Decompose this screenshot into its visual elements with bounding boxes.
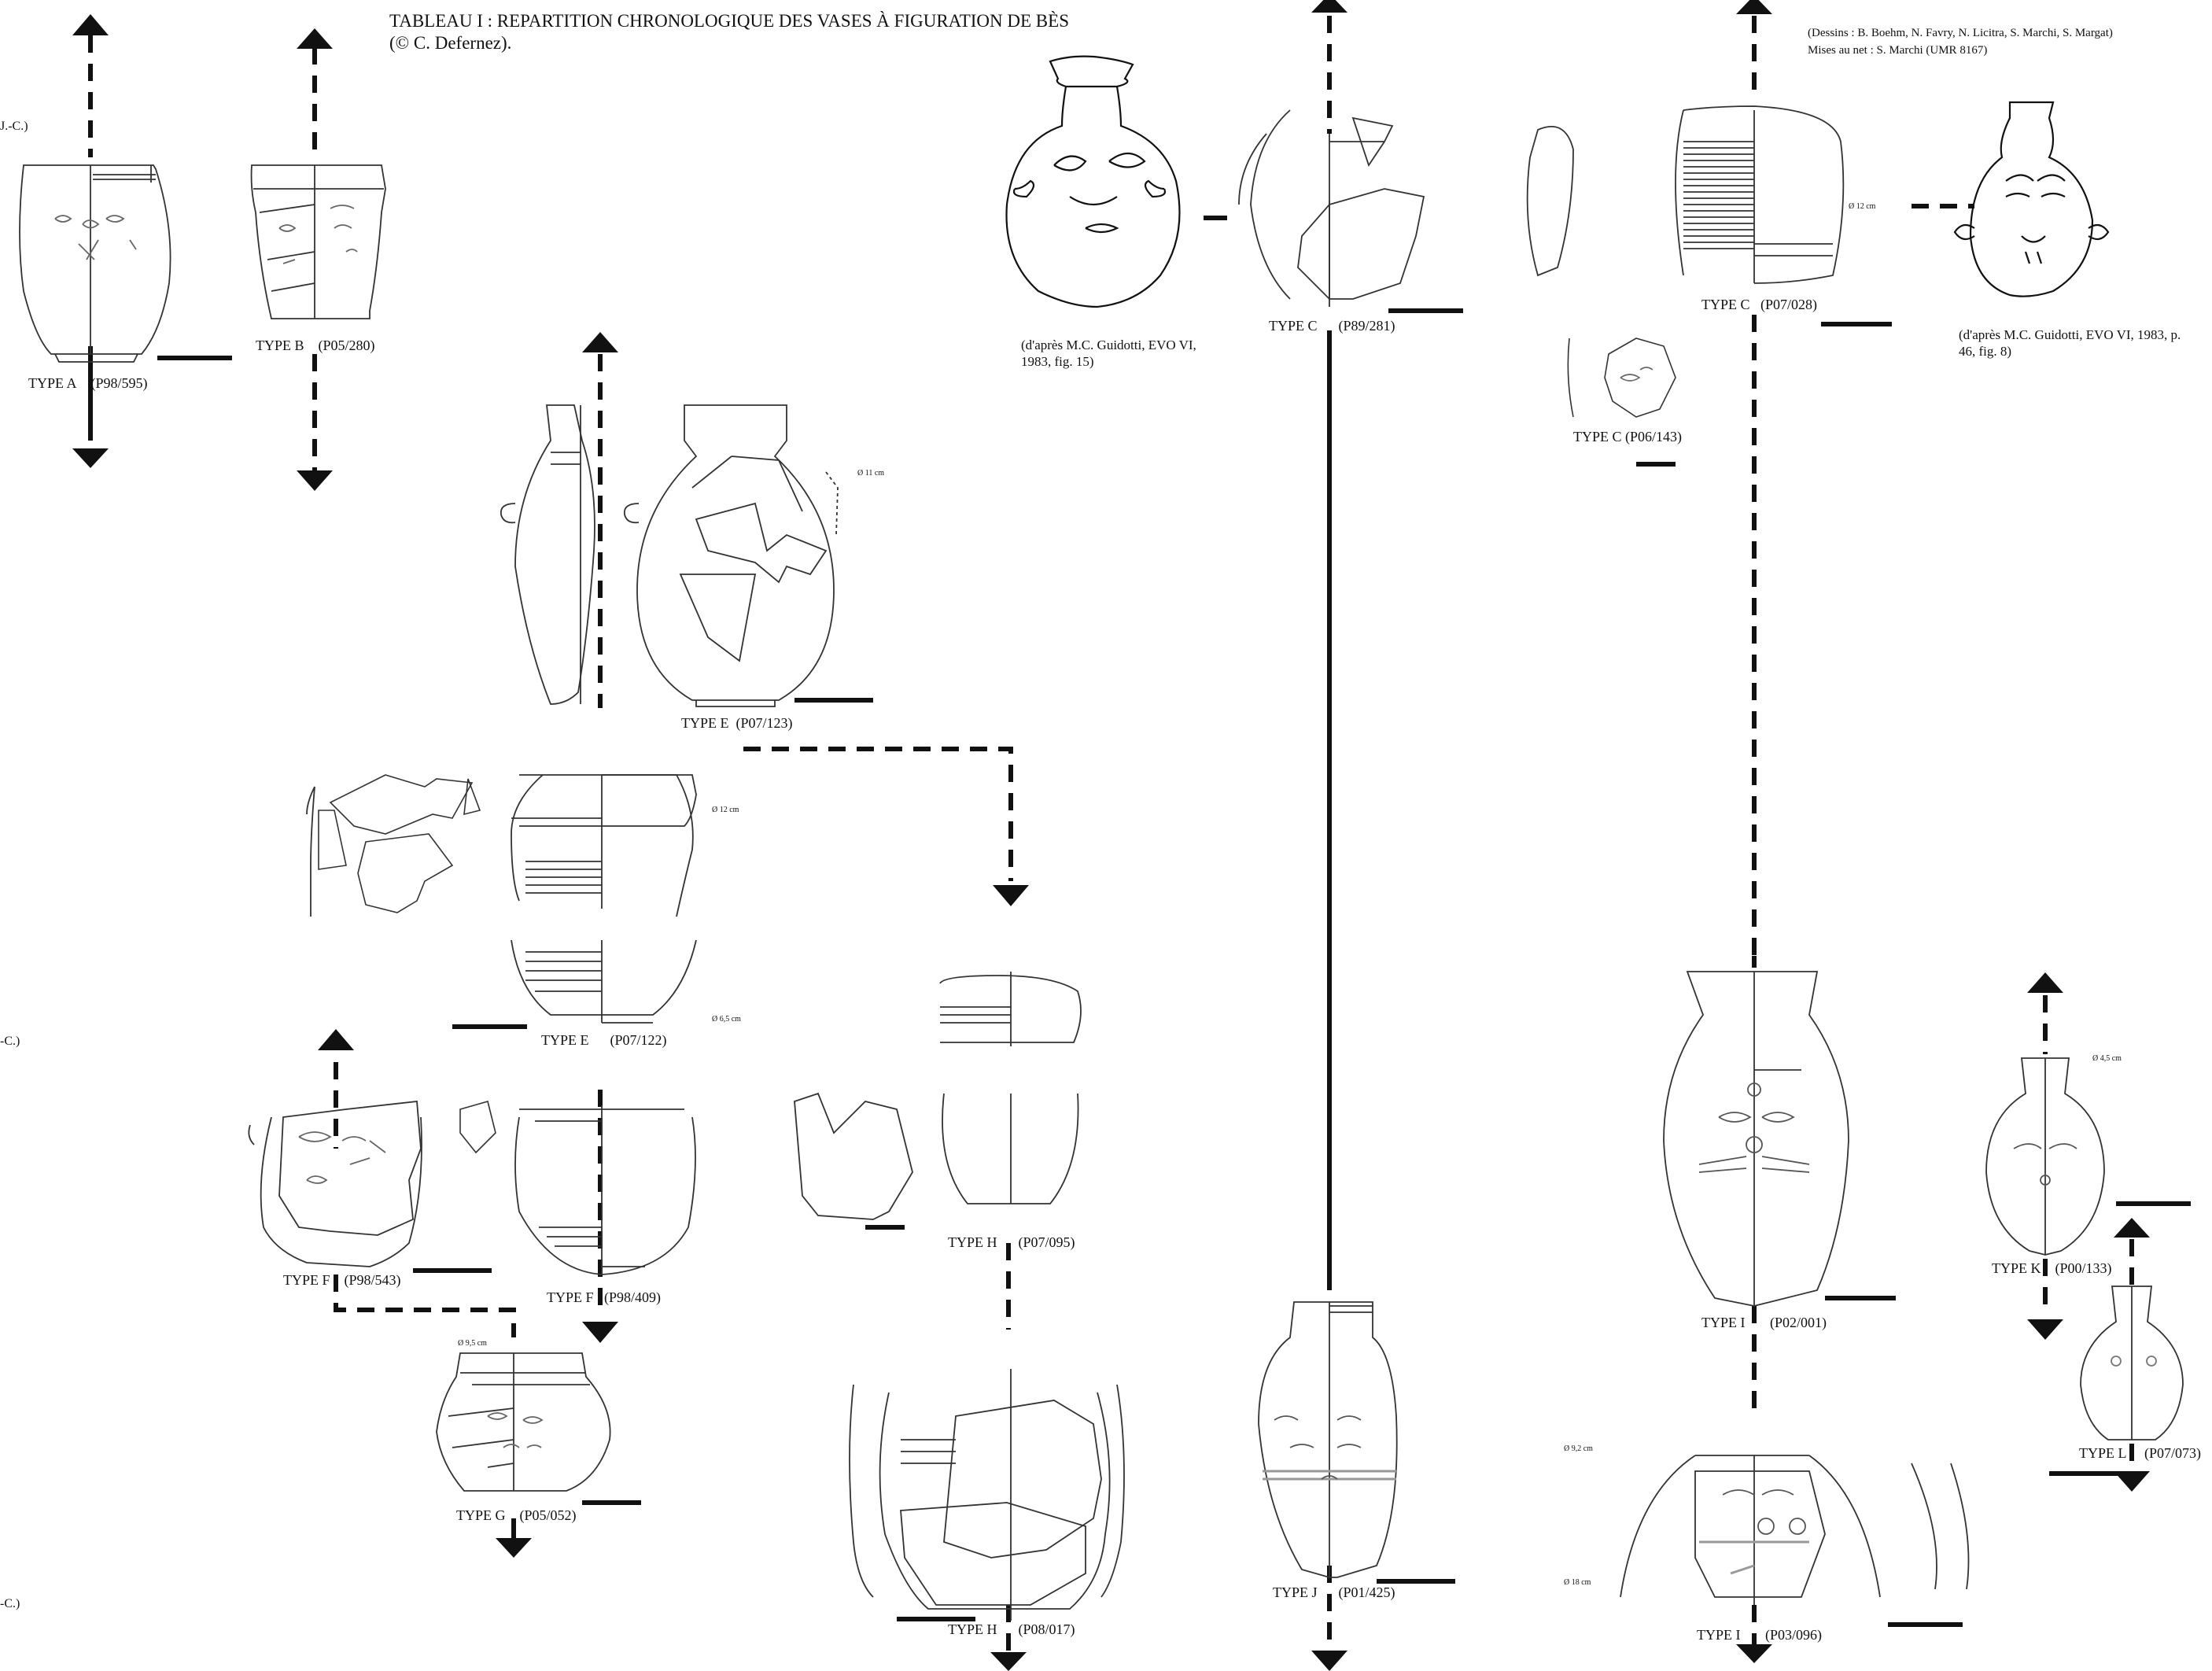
- vase-type-a: [19, 164, 171, 363]
- vase-type-g: [436, 1352, 611, 1492]
- label-type-i-001: TYPE I (P02/001): [1701, 1315, 1827, 1330]
- label-type-e-123: TYPE E (P07/123): [681, 715, 793, 731]
- label-type-e-122: TYPE E (P07/122): [541, 1032, 667, 1048]
- era-label-bottom: -C.): [0, 1597, 20, 1610]
- label-type-l: TYPE L (P07/073): [2079, 1445, 2201, 1461]
- reference-guidotti-right: (d'après M.C. Guidotti, EVO VI, 1983, p.…: [1959, 327, 2181, 360]
- diameter-e1: Ø 11 cm: [857, 469, 885, 478]
- vase-type-c-07-028: [1526, 105, 1845, 284]
- scale-bars: [157, 308, 2191, 1627]
- vase-type-j: [1258, 1301, 1398, 1578]
- vase-type-c-06-143: [1567, 338, 1676, 418]
- vase-type-h-017: [849, 1369, 1125, 1621]
- vase-type-f-409: [514, 1105, 696, 1275]
- label-type-f-409: TYPE F (P98/409): [547, 1289, 662, 1305]
- label-type-i-096: TYPE I (P03/096): [1697, 1627, 1822, 1643]
- label-type-b: TYPE B (P05/280): [256, 338, 375, 353]
- finishing-credit: Mises au net : S. Marchi (UMR 8167): [1808, 44, 1988, 57]
- plate-copyright: (© C. Defernez).: [389, 33, 512, 53]
- label-type-a: TYPE A (P98/595): [28, 375, 148, 391]
- vase-type-h-095: [794, 972, 1082, 1220]
- arrowheads: [72, 0, 2150, 1671]
- plate-title: TABLEAU I : REPARTITION CHRONOLOGIQUE DE…: [389, 11, 1069, 31]
- vase-type-b: [250, 164, 386, 319]
- label-type-c-07-028: TYPE C (P07/028): [1701, 297, 1818, 312]
- vase-type-l: [2080, 1286, 2184, 1440]
- label-type-k: TYPE K (P00/133): [1992, 1260, 2112, 1276]
- vase-type-k: [1985, 1057, 2105, 1256]
- diameter-i2-top: Ø 9,2 cm: [1564, 1444, 1593, 1453]
- diameter-e2-base: Ø 6,5 cm: [712, 1015, 741, 1024]
- diameter-k: Ø 4,5 cm: [2092, 1054, 2122, 1063]
- diameter-i2-base: Ø 18 cm: [1564, 1578, 1591, 1587]
- vase-type-f-543: [248, 1101, 422, 1267]
- vase-type-e-122: [306, 774, 697, 1024]
- fragments-type-e: [318, 774, 481, 913]
- era-label-middle: -C.): [0, 1035, 20, 1048]
- fragment-f-small: [459, 1101, 496, 1154]
- chrono-lines: [88, 16, 2134, 1660]
- label-type-h-017: TYPE H (P08/017): [948, 1621, 1075, 1637]
- label-type-c-06-143: TYPE C (P06/143): [1573, 429, 1683, 444]
- reference-guidotti-left: (d'après M.C. Guidotti, EVO VI, 1983, fi…: [1021, 338, 1196, 370]
- diameter-g: Ø 9,5 cm: [458, 1339, 487, 1348]
- vase-type-c-89-281: [1238, 109, 1425, 307]
- vase-type-c-guidotti-left: [1005, 55, 1181, 308]
- diameter-c2: Ø 12 cm: [1849, 202, 1876, 211]
- label-type-j: TYPE J (P01/425): [1273, 1584, 1395, 1600]
- vase-type-e-123: [500, 404, 839, 707]
- label-type-c-89-281: TYPE C (P89/281): [1269, 318, 1395, 334]
- label-type-g: TYPE G (P05/052): [456, 1507, 577, 1523]
- era-label-top: J.-C.): [0, 120, 28, 133]
- label-type-h-095: TYPE H (P07/095): [948, 1234, 1075, 1250]
- drawing-credit: (Dessins : B. Boehm, N. Favry, N. Licitr…: [1808, 27, 2113, 39]
- vase-type-c-guidotti-right: [1953, 101, 2110, 297]
- label-type-f-543: TYPE F (P98/543): [283, 1272, 401, 1288]
- diameter-e2-top: Ø 12 cm: [712, 806, 739, 814]
- vase-type-i-096: [1620, 1455, 1970, 1605]
- vase-type-i-001: [1663, 971, 1849, 1307]
